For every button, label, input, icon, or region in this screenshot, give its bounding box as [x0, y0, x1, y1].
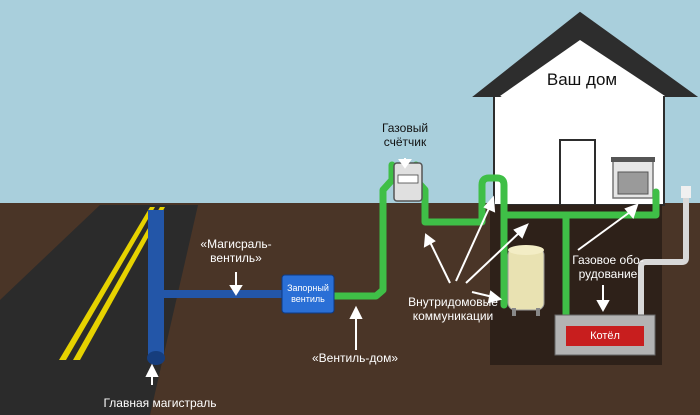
- stove-oven: [617, 171, 649, 195]
- internal-comm-label-line1: Внутридомовые: [408, 295, 498, 309]
- boiler-panel: [566, 326, 644, 346]
- chimney-pipe: [638, 195, 689, 320]
- water-heater: [507, 247, 545, 311]
- main-pipe-branch: [164, 290, 284, 298]
- valve-house-label: «Вентиль-дом»: [311, 351, 399, 365]
- house-gable: [500, 40, 665, 96]
- main-line-label: Главная магистраль: [103, 396, 217, 410]
- main-valve-label-line1: «Магисраль-: [200, 237, 272, 251]
- boiler-label: Котёл: [590, 330, 620, 342]
- service-pipes: [328, 161, 660, 322]
- gas-equipment-label-line2: рудование: [578, 267, 638, 281]
- chimney-cap: [681, 186, 691, 198]
- gas-meter-label-line1: Газовый: [381, 121, 429, 135]
- internal-comm-label-line2: коммуникации: [412, 309, 494, 323]
- gas-meter-display: [397, 174, 419, 184]
- shutoff-valve-label-line2: вентиль: [291, 294, 325, 304]
- main-pipe-vertical: [148, 210, 164, 360]
- house-label: Ваш дом: [546, 70, 618, 89]
- water-heater-leg-r: [536, 308, 540, 316]
- main-valve-label-line2: вентиль»: [210, 251, 262, 265]
- road-line-right: [73, 207, 165, 360]
- water-heater-top: [508, 245, 544, 255]
- gas-equipment-label-line1: Газовое обо-: [572, 253, 644, 267]
- house-door: [559, 139, 596, 206]
- shutoff-valve-label-line1: Запорный: [287, 283, 329, 293]
- pointer-arrows: [145, 158, 639, 385]
- shutoff-valve: [281, 274, 335, 314]
- main-pipe-end: [147, 351, 165, 365]
- gas-meter-label-line2: счётчик: [383, 135, 427, 149]
- water-heater-leg-l: [512, 308, 516, 316]
- road-line-left: [59, 207, 155, 360]
- stove-top: [611, 157, 655, 162]
